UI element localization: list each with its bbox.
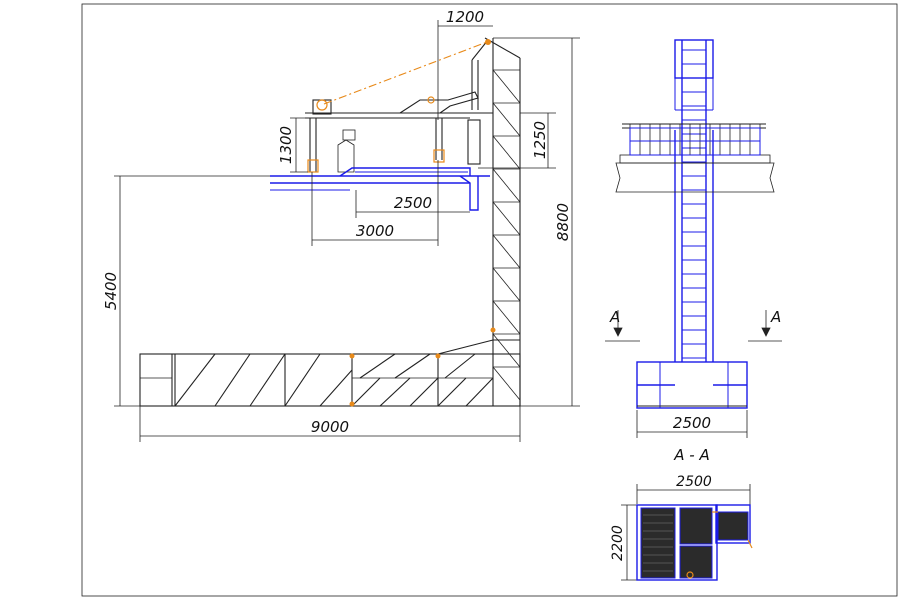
- joint-marker: [349, 353, 355, 359]
- dim-front-width: 2500: [673, 414, 711, 432]
- structural-member: [492, 69, 521, 104]
- structural-member: [465, 377, 494, 407]
- dim-total-height: 8800: [554, 203, 572, 241]
- structural-member: [319, 369, 353, 407]
- sheet-frame: [81, 3, 898, 597]
- dim-total-span: 9000: [311, 418, 349, 436]
- ladder-column: [674, 39, 714, 362]
- structural-member: [214, 353, 251, 407]
- dim-deck-offset: 1250: [531, 121, 549, 159]
- dim-plan-depth: 2200: [610, 525, 626, 561]
- section-marker-left: A: [609, 308, 620, 326]
- section-title: A - A: [673, 446, 709, 464]
- joint-marker: [490, 327, 496, 333]
- section-marker-right: A: [770, 308, 781, 326]
- front-base: [636, 361, 748, 409]
- structural-member: [492, 102, 521, 137]
- vertical-mast: [484, 37, 521, 406]
- side-view: 1200 1300 1250 8800 2500 3000 5400 9000: [102, 8, 580, 442]
- dim-reach-outer: 3000: [356, 222, 394, 240]
- structural-member: [394, 353, 431, 379]
- cantilever-arm: [305, 39, 493, 173]
- structural-member: [492, 300, 521, 335]
- dim-top-width: 1200: [446, 8, 484, 26]
- cable-line: [323, 41, 488, 105]
- section-markers: [605, 310, 782, 438]
- structural-member: [492, 201, 521, 236]
- structural-member: [351, 377, 381, 407]
- deck-railing: [615, 123, 775, 193]
- joint-marker: [349, 401, 355, 407]
- structural-member: [284, 353, 321, 407]
- dim-cantilever-height: 1300: [277, 126, 295, 164]
- structural-member: [359, 353, 396, 379]
- joint-marker: [435, 353, 441, 359]
- structural-member: [492, 234, 521, 269]
- front-view: A A 2500 A - A: [605, 39, 782, 464]
- structural-member: [492, 267, 521, 302]
- structural-member: [249, 353, 286, 407]
- dimension-lines: [114, 20, 580, 442]
- structural-member: [174, 353, 216, 407]
- dim-plan-width: 2500: [676, 474, 712, 490]
- structural-member: [492, 366, 521, 401]
- bridge-deck: [270, 167, 490, 211]
- structural-member: [437, 377, 467, 407]
- structural-member: [492, 168, 521, 203]
- bottom-truss: [139, 327, 521, 407]
- structural-member: [492, 333, 521, 368]
- structural-member: [444, 353, 476, 379]
- structural-member: [379, 377, 411, 407]
- structural-member: [492, 135, 521, 170]
- dim-depth: 5400: [102, 272, 120, 310]
- section-plan-view: 2500 2200: [610, 474, 753, 581]
- dim-reach-inner: 2500: [394, 194, 432, 212]
- structural-member: [409, 377, 439, 407]
